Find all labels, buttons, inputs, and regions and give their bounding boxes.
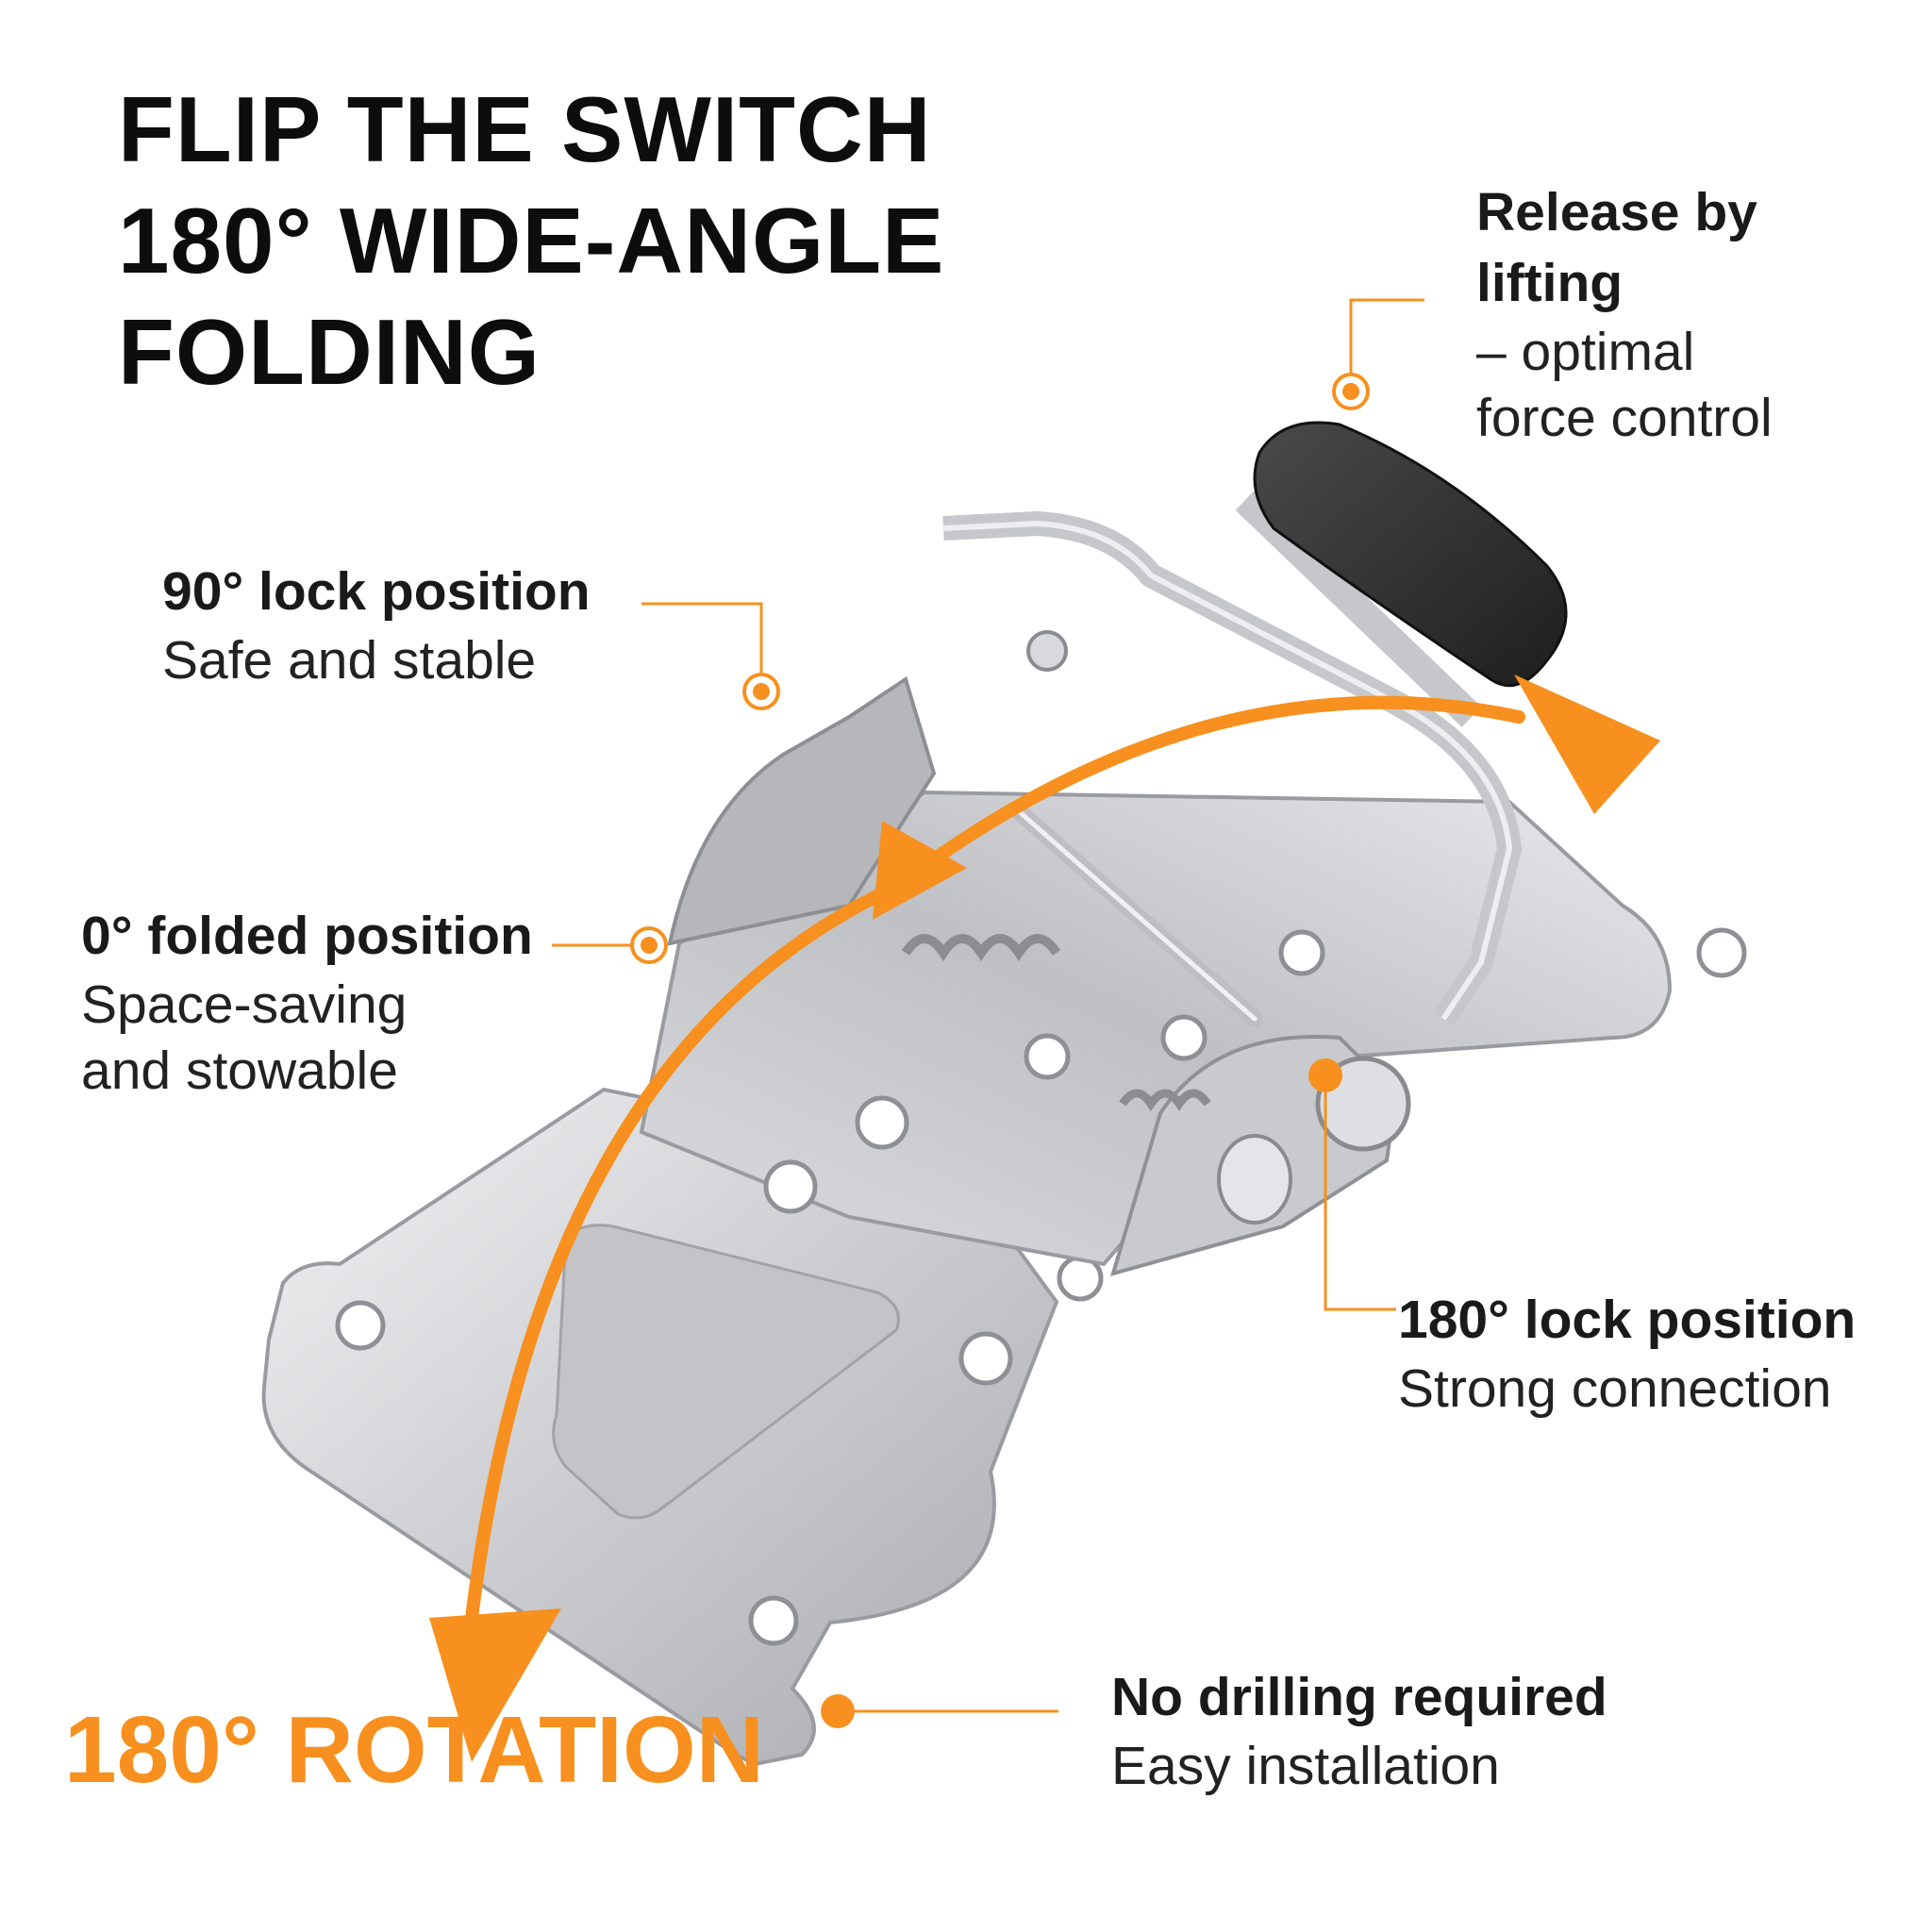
headline-line: FLIP THE SWITCH (118, 77, 932, 181)
callout-title: 90° lock position (162, 561, 591, 622)
callout-lock-90: 90° lock position Safe and stable (162, 557, 591, 693)
headline-line: FOLDING (118, 300, 541, 404)
rotation-arrow-icon (429, 675, 1660, 1762)
callout-subtitle: force control (1476, 388, 1773, 448)
callout-subtitle: – optimal (1476, 322, 1695, 382)
callout-title: 180° lock position (1398, 1290, 1857, 1350)
callout-leaders (552, 298, 1424, 1713)
callout-subtitle: Strong connection (1398, 1358, 1832, 1419)
base-plate (261, 1087, 1104, 1767)
callout-release: Release by lifting – optimal force contr… (1476, 177, 1773, 451)
spring-mechanism (901, 803, 1263, 1111)
callout-subtitle: Safe and stable (162, 630, 537, 691)
callout-folded-0: 0° folded position Space-saving and stow… (81, 901, 533, 1104)
headline: FLIP THE SWITCH 180° WIDE-ANGLE FOLDING (118, 74, 944, 408)
target-dot-icon (630, 373, 1370, 1728)
callout-title: Release by (1476, 182, 1757, 242)
callout-title: lifting (1476, 253, 1624, 313)
callout-subtitle: Easy installation (1111, 1736, 1500, 1796)
rubber-grip (1253, 421, 1568, 688)
callout-subtitle: Space-saving (81, 974, 408, 1035)
callout-no-drilling: No drilling required Easy installation (1111, 1662, 1607, 1799)
upper-plate (639, 790, 1747, 1267)
callout-lock-180: 180° lock position Strong connection (1398, 1285, 1856, 1422)
rotation-label: 180° ROTATION (64, 1697, 764, 1803)
callout-subtitle: and stowable (81, 1041, 398, 1101)
headline-line: 180° WIDE-ANGLE (118, 189, 945, 292)
callout-title: 0° folded position (81, 906, 533, 966)
callout-title: No drilling required (1111, 1667, 1607, 1727)
